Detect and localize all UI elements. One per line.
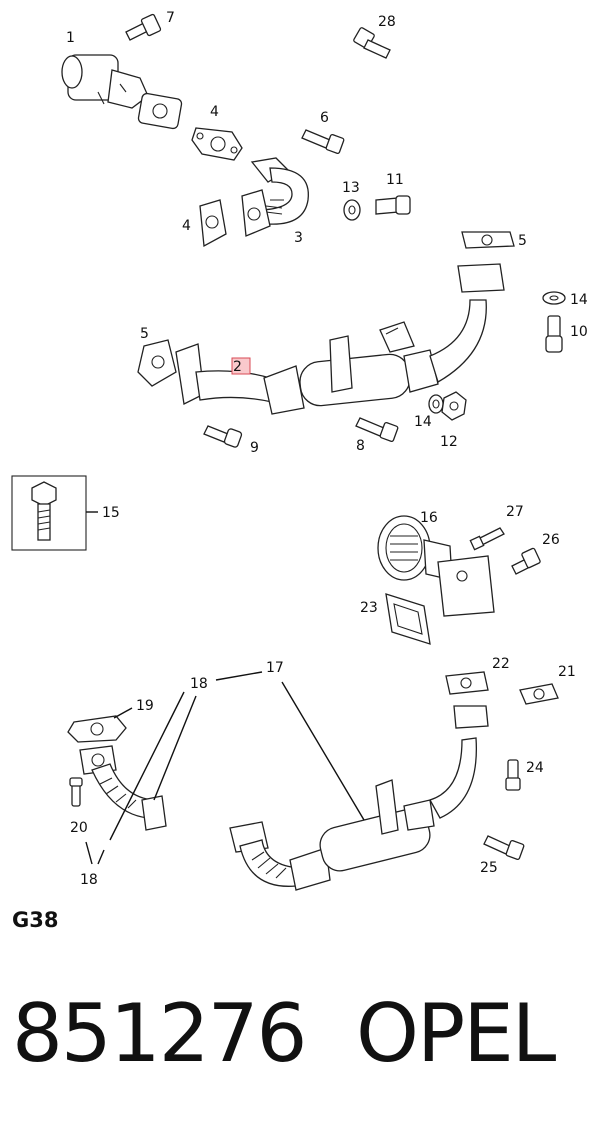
callout-18-lower: 18 (80, 872, 98, 888)
bolt-24[interactable] (505, 759, 521, 791)
washer-13[interactable] (343, 199, 361, 221)
gasket-4-lower[interactable] (199, 199, 227, 248)
callout-22: 22 (492, 656, 510, 672)
callout-13: 13 (342, 180, 360, 196)
stud-27[interactable] (469, 527, 505, 551)
bolt-15[interactable] (31, 481, 57, 541)
callout-14-right: 14 (570, 292, 588, 308)
callout-9: 9 (250, 440, 259, 456)
gasket-4-upper[interactable] (191, 127, 243, 161)
callout-28: 28 (378, 14, 396, 30)
washer-14-right[interactable] (542, 291, 566, 305)
callout-20: 20 (70, 820, 88, 836)
bolt-7[interactable] (125, 13, 162, 41)
egr-cooler-assembly-2[interactable] (175, 263, 505, 415)
callout-4-upper: 4 (210, 104, 219, 120)
leader-17 (281, 681, 365, 821)
callout-21: 21 (558, 664, 576, 680)
bolt-9[interactable] (203, 425, 243, 448)
callout-16: 16 (420, 510, 438, 526)
callout-5-right: 5 (518, 233, 527, 249)
leader-19 (113, 707, 133, 719)
brand-name: OPEL (356, 987, 556, 1080)
egr-valve[interactable] (61, 54, 183, 130)
egr-cooler-assembly-17[interactable] (229, 705, 489, 891)
callout-23: 23 (360, 600, 378, 616)
callout-3: 3 (294, 230, 303, 246)
leader-18-lower (97, 849, 105, 865)
gasket-21[interactable] (519, 683, 559, 705)
gasket-22[interactable] (445, 671, 489, 695)
callout-5-left: 5 (140, 326, 149, 342)
callout-11: 11 (386, 172, 404, 188)
callout-7: 7 (166, 10, 175, 26)
bolt-8[interactable] (355, 417, 399, 442)
gasket-23[interactable] (385, 593, 431, 645)
exhaust-pipe-18[interactable] (79, 745, 167, 831)
callout-12: 12 (440, 434, 458, 450)
exhaust-pipe-3[interactable] (241, 157, 309, 237)
group-code: G38 (12, 908, 59, 932)
part-number: 851276 (12, 987, 307, 1080)
bolt-26[interactable] (511, 547, 541, 575)
callout-17: 17 (266, 660, 284, 676)
gasket-19[interactable] (67, 715, 127, 743)
callout-15: 15 (102, 505, 120, 521)
gasket-5-right[interactable] (461, 231, 515, 249)
callout-10: 10 (570, 324, 588, 340)
callout-6: 6 (320, 110, 329, 126)
nut-12[interactable] (441, 391, 467, 421)
callout-24: 24 (526, 760, 544, 776)
leader-18-upper-a (153, 695, 197, 801)
callout-18-upper: 18 (190, 676, 208, 692)
leader-18-to-17 (215, 671, 263, 681)
callout-2-highlight (231, 357, 251, 375)
egr-valve-16[interactable] (377, 515, 495, 617)
callout-19: 19 (136, 698, 154, 714)
bolt-25[interactable] (483, 835, 525, 860)
callout-4-lower: 4 (182, 218, 191, 234)
callout-2: 2 (233, 359, 242, 375)
callout-25: 25 (480, 860, 498, 876)
callout-26: 26 (542, 532, 560, 548)
callout-14-lower: 14 (414, 414, 432, 430)
callout-8: 8 (356, 438, 365, 454)
bolt-6[interactable] (301, 129, 345, 154)
washer-14-lower[interactable] (428, 394, 444, 414)
gasket-5-left[interactable] (137, 339, 177, 387)
callout-27: 27 (506, 504, 524, 520)
leader-20 (85, 841, 93, 865)
callout-1: 1 (66, 30, 75, 46)
leader-18-upper-b (109, 691, 185, 841)
bolt-15-box (11, 475, 87, 551)
bolt-10[interactable] (545, 315, 563, 353)
bolt-28[interactable] (353, 27, 391, 59)
stud-20[interactable] (69, 777, 83, 807)
bolt-11[interactable] (375, 195, 411, 215)
